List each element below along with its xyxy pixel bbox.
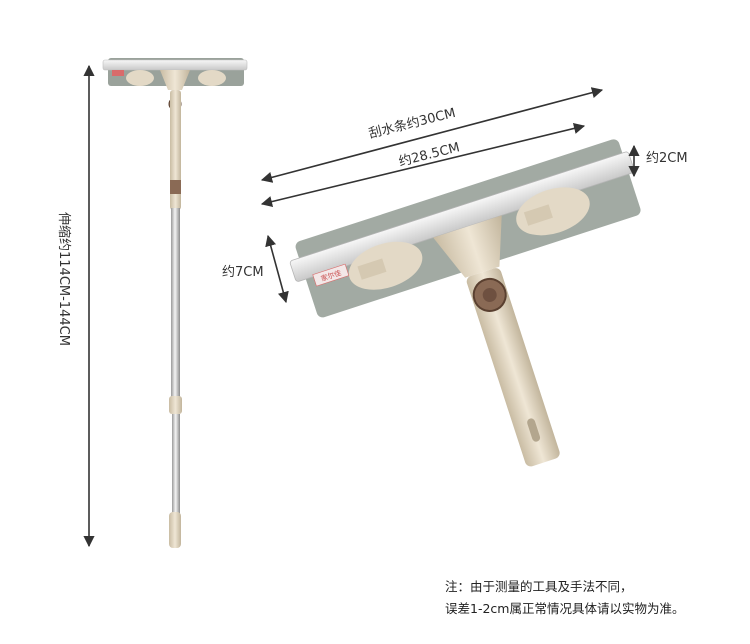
brand-tag xyxy=(112,70,124,76)
suction-cup-left xyxy=(126,70,154,86)
head-closeup-illustration: 家尔佳 xyxy=(289,139,641,467)
disclaimer-line-1: 注：由于测量的工具及手法不同， xyxy=(445,579,633,594)
blade-height-label: 约2CM xyxy=(646,151,688,166)
pole-end-cap xyxy=(169,512,181,548)
steel-pole-upper xyxy=(171,208,180,398)
closeup-clip-left xyxy=(357,258,387,280)
blade-length-label: 刮水条约30CM xyxy=(367,105,457,142)
closeup-brand-tag xyxy=(312,263,350,287)
head-height-label: 约7CM xyxy=(222,265,264,280)
squeegee-blade xyxy=(102,59,248,71)
closeup-knob-center xyxy=(482,287,497,302)
steel-pole-lower xyxy=(172,414,180,514)
closeup-clip-right xyxy=(523,204,553,226)
closeup-handle xyxy=(466,268,560,467)
disclaimer-line-2: 误差1-2cm属正常情况具体请以实物为准。 xyxy=(445,601,685,616)
lock-ring xyxy=(170,180,181,194)
pole-joint xyxy=(169,396,182,414)
head-height-arrow xyxy=(265,234,289,304)
cloth-length-arrow xyxy=(260,122,586,208)
head-neck xyxy=(160,70,190,90)
cloth-length-label: 约28.5CM xyxy=(397,140,461,170)
full-squeegee-illustration xyxy=(102,58,248,548)
closeup-head-neck xyxy=(433,215,502,278)
height-label: 伸缩约114CM-144CM xyxy=(56,212,72,346)
suction-cup-right xyxy=(198,70,226,86)
closeup-handle-slot xyxy=(527,418,541,442)
